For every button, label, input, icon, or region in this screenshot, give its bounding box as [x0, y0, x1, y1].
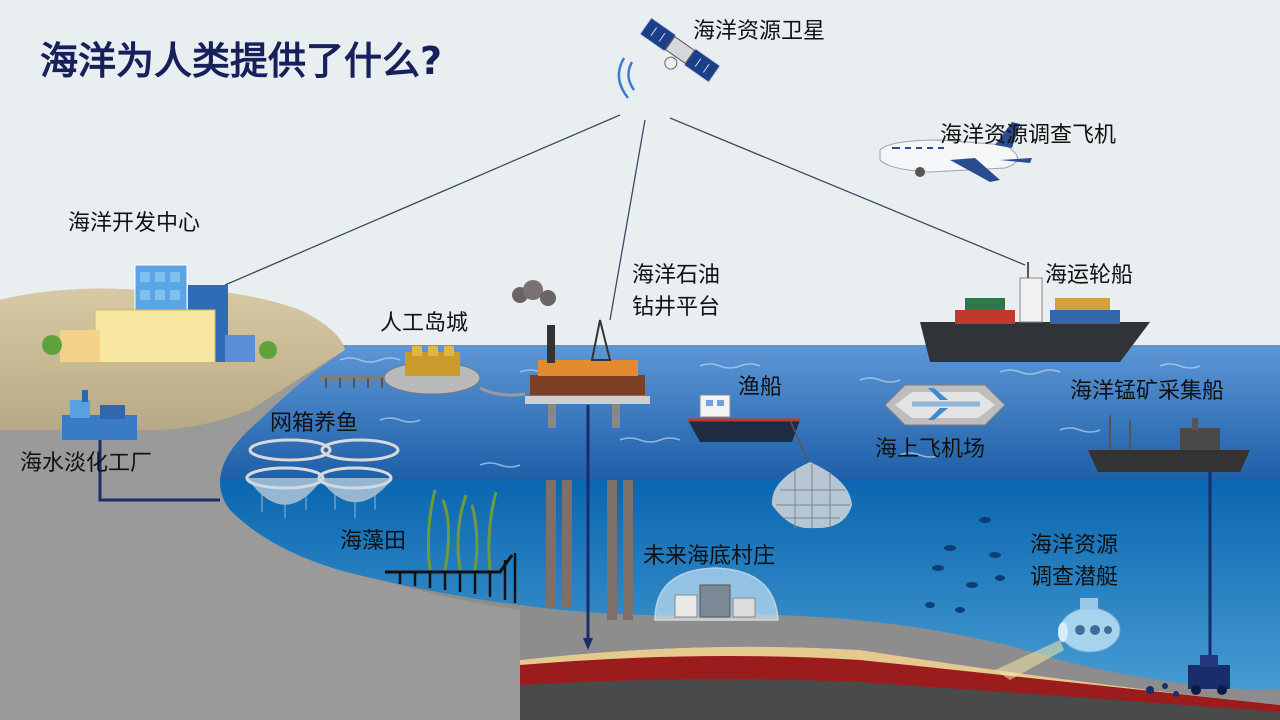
page-title: 海洋为人类提供了什么? [40, 39, 443, 83]
label-dev-center: 海洋开发中心 [68, 211, 201, 236]
label-mining-ship: 海洋锰矿采集船 [1070, 379, 1225, 404]
undersea-village-icon [654, 567, 779, 621]
mining-collector-icon [1146, 655, 1230, 697]
fish-school-icon [925, 517, 1005, 613]
label-submarine-line1: 海洋资源 [1030, 533, 1119, 558]
label-fishing-boat: 渔船 [738, 375, 783, 400]
artificial-island-icon [320, 346, 526, 397]
cargo-ship-icon [920, 262, 1150, 362]
label-undersea-village: 未来海底村庄 [643, 544, 776, 569]
satellite-icon [639, 17, 721, 83]
survey-submarine-icon [995, 598, 1121, 680]
label-cargo-ship: 海运轮船 [1045, 263, 1134, 288]
label-desalination: 海水淡化工厂 [20, 451, 153, 476]
label-oil-platform-line2: 钻井平台 [632, 295, 721, 320]
mining-ship-icon [1088, 415, 1250, 665]
label-satellite: 海洋资源卫星 [693, 19, 826, 44]
label-submarine-line2: 调查潜艇 [1030, 565, 1119, 590]
label-survey-plane: 海洋资源调查飞机 [940, 123, 1117, 148]
label-seaweed-field: 海藻田 [340, 529, 407, 554]
fish-net-icon [771, 462, 852, 529]
label-oil-platform-line1: 海洋石油 [632, 263, 721, 288]
desalination-pipe [98, 440, 220, 502]
label-island-city: 人工岛城 [380, 311, 469, 336]
signal-waves-icon [617, 57, 636, 99]
satellite-link-lines [224, 114, 1026, 321]
oil-platform-pipes [546, 405, 633, 650]
label-sea-airport: 海上飞机场 [875, 437, 986, 462]
label-cage-fish: 网箱养鱼 [270, 411, 359, 436]
seaweed-field-icon [385, 489, 517, 603]
oil-platform-icon [512, 280, 650, 428]
dev-center-buildings-icon [40, 264, 280, 370]
fishing-boat-icon [688, 394, 809, 463]
survey-plane-icon [879, 122, 1032, 182]
desalination-factory-icon [62, 390, 137, 440]
fish-cages-icon [245, 438, 400, 518]
sea-airport-icon [884, 384, 1006, 426]
